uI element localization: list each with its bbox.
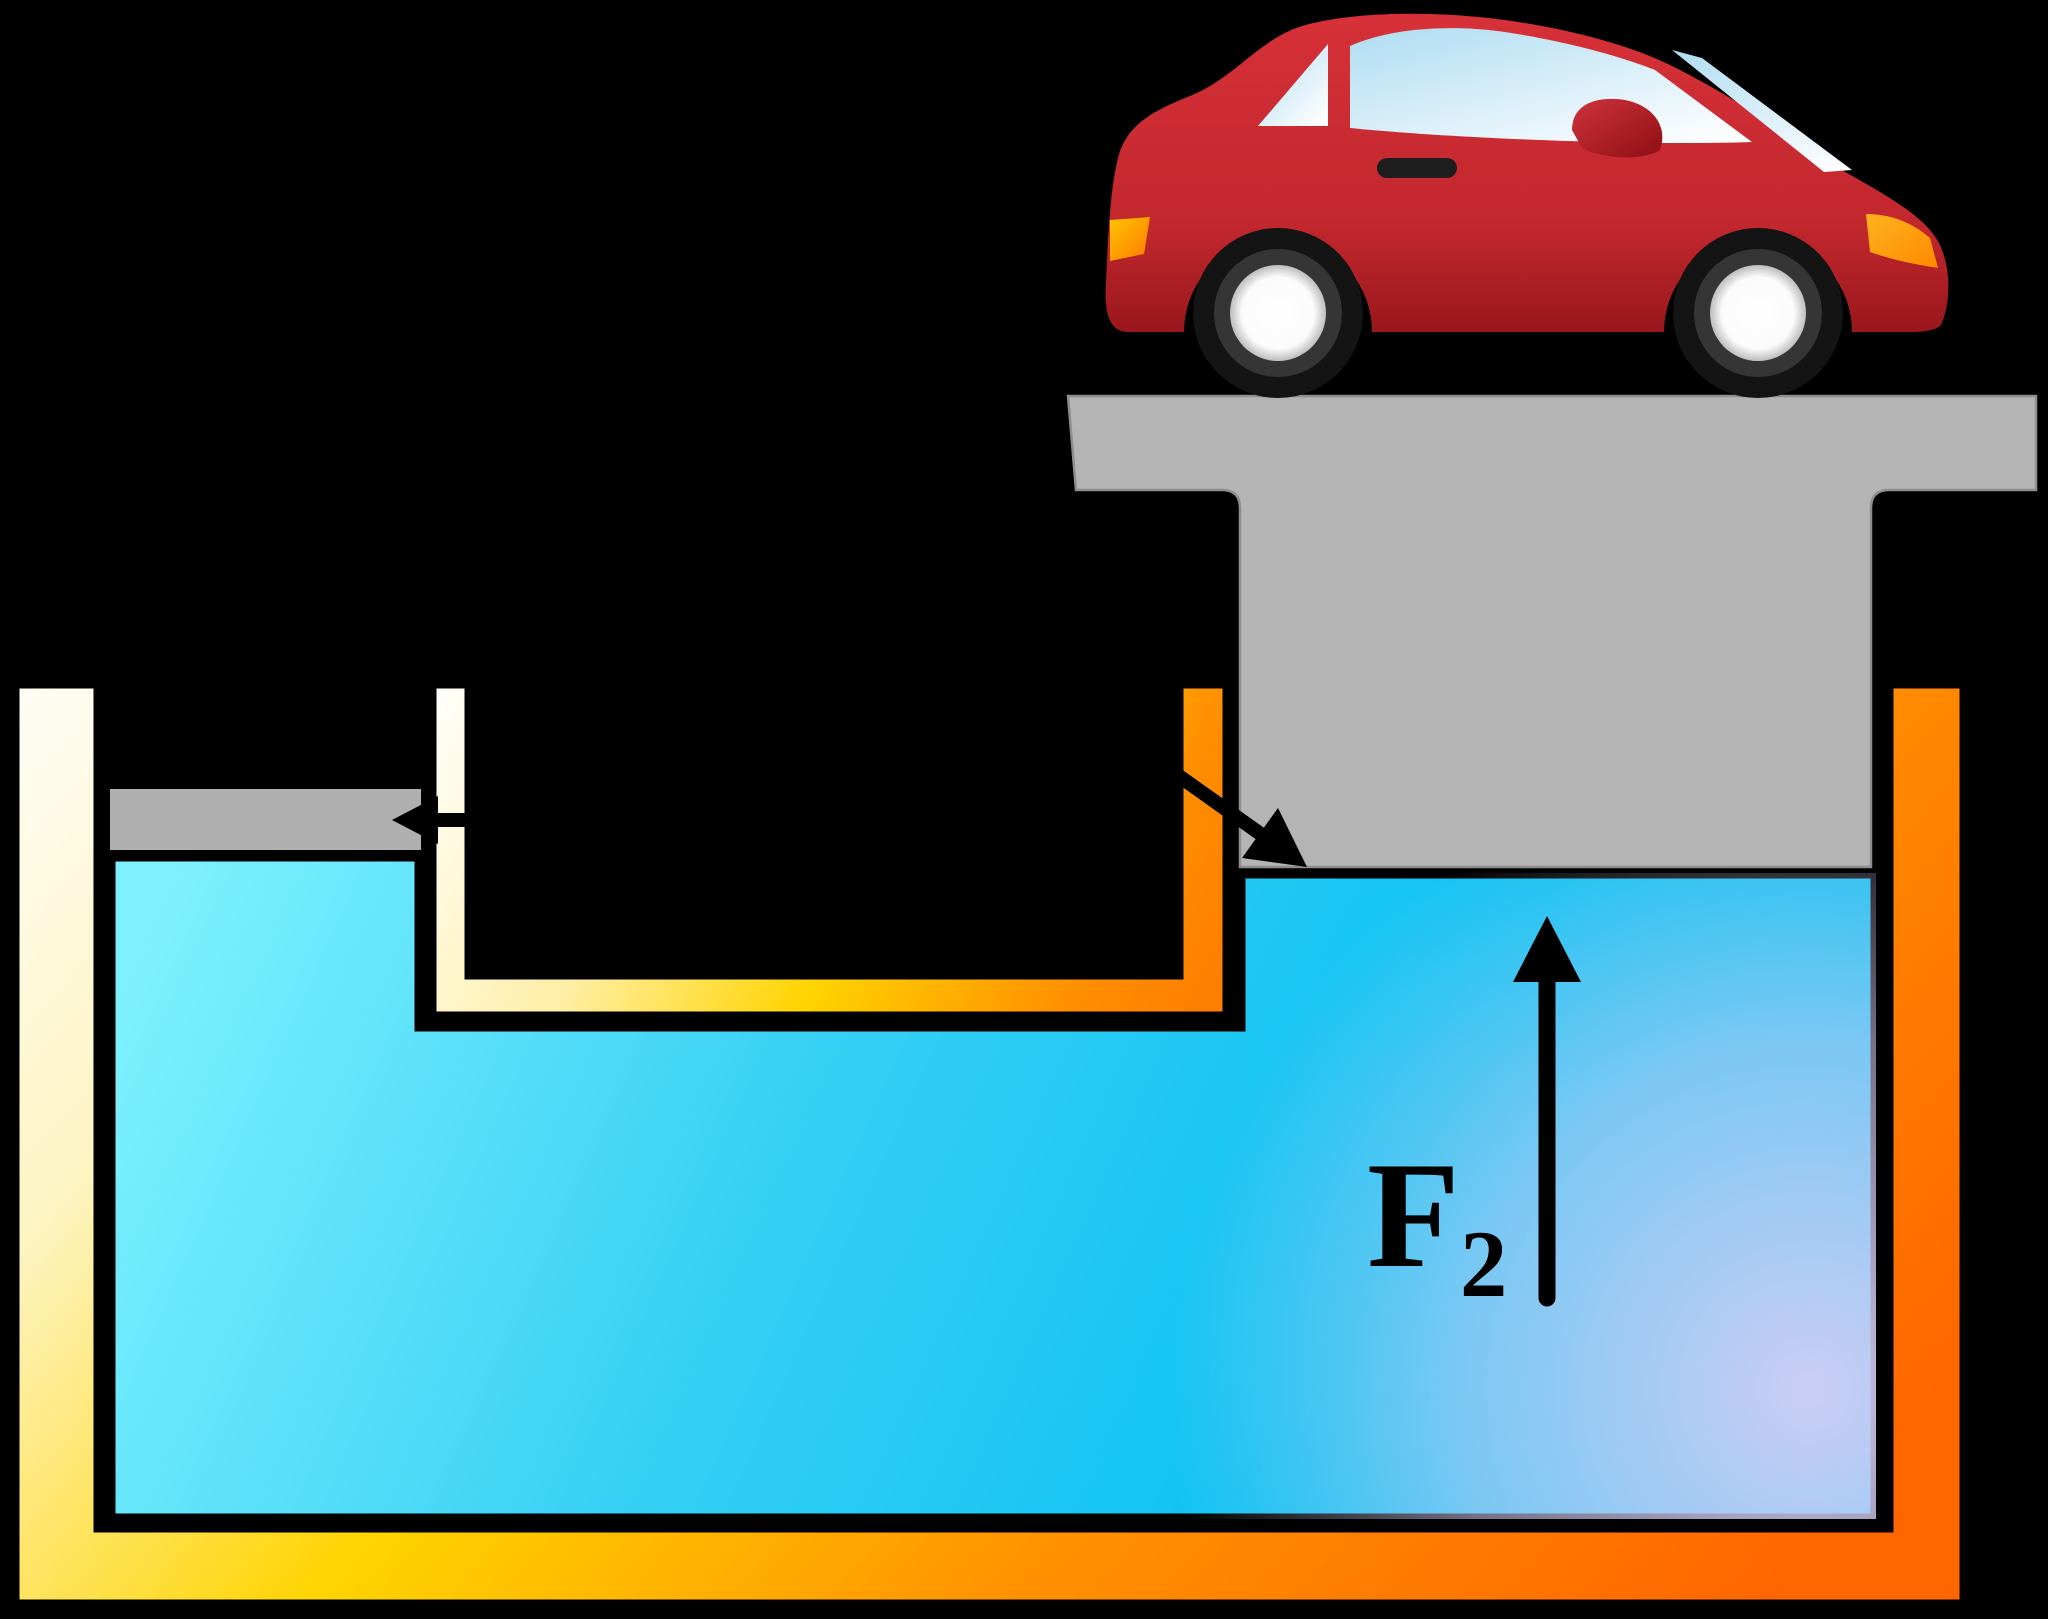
small-piston — [110, 789, 421, 850]
pressure-transmission-arrow-icon — [1060, 689, 1307, 867]
inner-divider-wall — [423, 675, 1236, 1025]
car — [1105, 13, 1949, 398]
large-piston-platform — [1066, 394, 2038, 869]
car-front-wheel — [1673, 228, 1843, 398]
car-rear-wheel — [1193, 228, 1363, 398]
car-windshield — [1672, 50, 1852, 172]
car-side-mirror-icon — [1572, 98, 1663, 158]
hydraulic-fluid-accent — [110, 856, 1876, 1519]
small-piston-force-arrow-icon — [392, 796, 952, 844]
outer-container-wall — [6, 675, 1973, 1613]
car-taillight — [1110, 217, 1150, 261]
car-rear-quarter-window — [1258, 44, 1328, 126]
car-headlight — [1866, 214, 1938, 268]
f2-force-arrow-icon — [1513, 916, 1581, 1307]
f2-label: F2 — [1367, 1131, 1507, 1317]
car-door-handle — [1377, 158, 1457, 178]
